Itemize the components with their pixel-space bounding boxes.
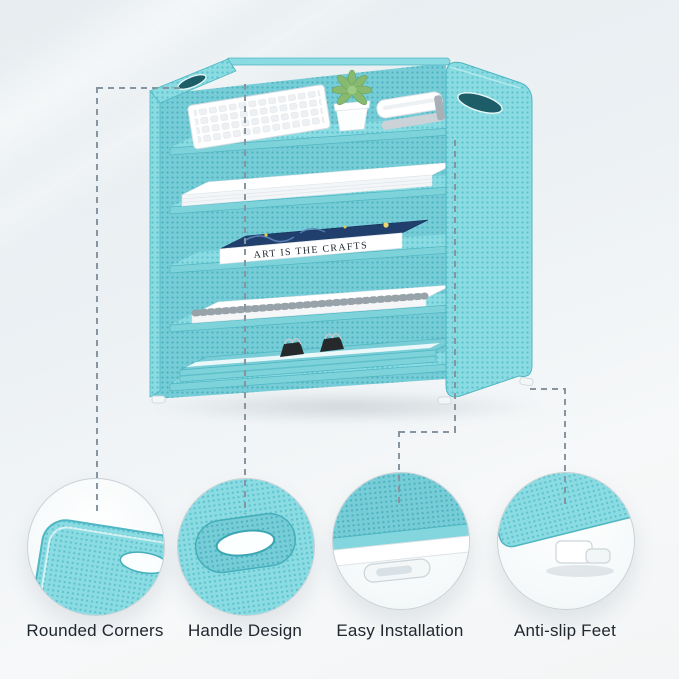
rounded-corners-illustration (31, 519, 164, 615)
callout-anti-slip-feet (497, 472, 635, 610)
callout-connector-line (398, 431, 400, 507)
handle-design-illustration (178, 479, 314, 615)
art-canvas: ART IS THE CRAFTS (219, 219, 429, 265)
callout-connector-line (530, 388, 566, 390)
callout-connector-line (97, 87, 185, 89)
callout-label-rounded-corners: Rounded Corners (26, 621, 164, 640)
callout-connector-line (96, 87, 98, 515)
right-handle-cutout (457, 92, 503, 114)
callout-connector-line (564, 388, 566, 506)
callout-label-handle-design: Handle Design (187, 621, 303, 640)
back-panel-top-rim (225, 57, 451, 66)
anti-slip-feet-illustration (498, 473, 634, 577)
desk-organizer: ART IS THE CRAFTS (149, 57, 534, 405)
spiral-binding (191, 292, 429, 317)
product-shadow (150, 392, 545, 422)
callout-handle-design (177, 478, 315, 616)
callout-connector-line (399, 431, 456, 433)
callout-label-anti-slip-feet: Anti-slip Feet (513, 621, 616, 640)
callout-connector-line (454, 140, 456, 432)
callout-connector-line (244, 84, 246, 514)
easy-installation-illustration (333, 473, 469, 583)
binder-clip (280, 338, 304, 357)
right-side-panel (445, 61, 533, 398)
spiral-notebook (191, 284, 453, 324)
anti-slip-feet (151, 377, 534, 405)
binder-clip (320, 333, 344, 352)
callout-label-easy-installation: Easy Installation (336, 621, 464, 640)
callout-easy-installation (332, 472, 470, 610)
